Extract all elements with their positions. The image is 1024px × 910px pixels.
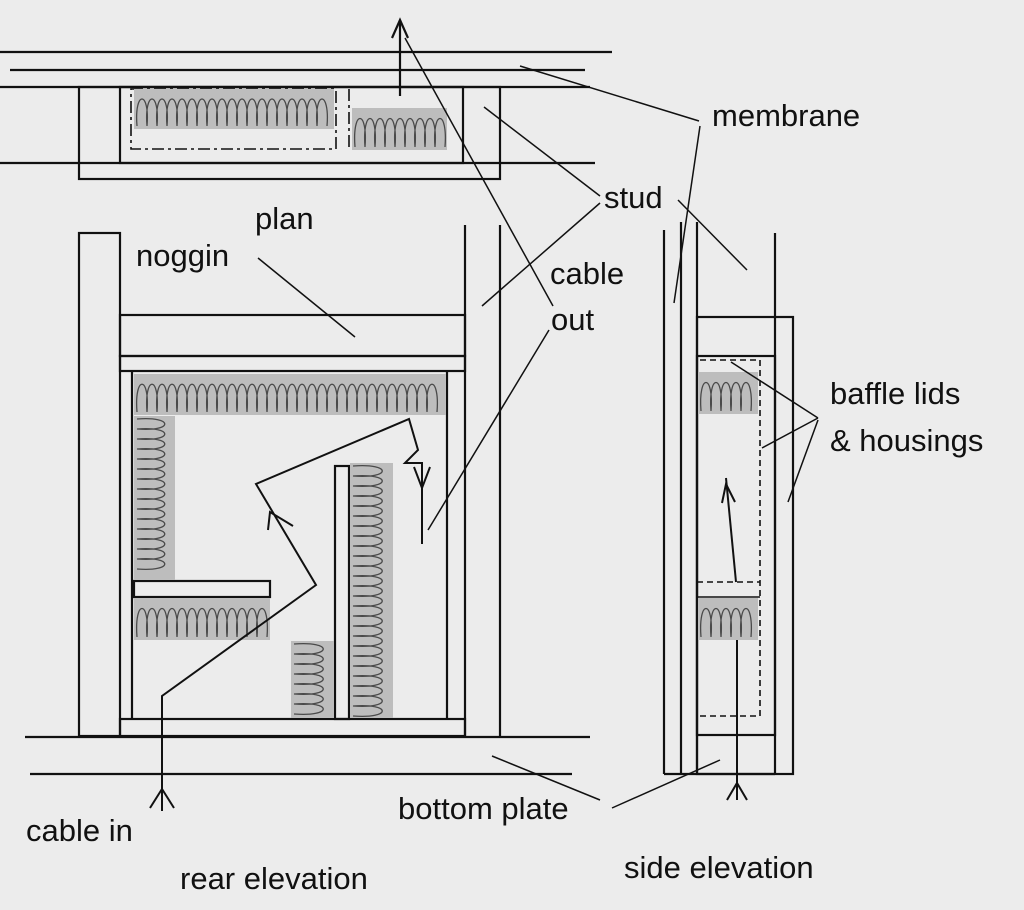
label-bottom-plate: bottom plate [398,791,569,826]
side-insulation-top-wiggle [699,381,753,412]
noggin [118,313,467,358]
side-cable-up-arrowhead [721,480,736,504]
label-stud: stud [604,180,663,215]
insulation-pattern [293,642,324,716]
box-top-plate [118,354,467,373]
bottom-plate-leader-rear [491,755,601,801]
side-insulation-bottom [698,598,758,640]
insulation-left [134,416,175,580]
side-cable-in-arrowhead [726,781,748,801]
baffle-leader-3 [787,419,819,503]
cable-down-arrowhead [413,466,431,491]
side-insulation-bottom-wiggle [699,607,753,638]
stud-leader-side [677,199,748,271]
insulation-small-bottom [291,641,334,718]
side-cable-up [725,477,737,583]
labels: membrane stud plan noggin cable out baff… [26,98,983,896]
box-bottom [118,717,467,738]
baffle-leader-1 [730,361,819,419]
plan-insulation-2-wiggle [353,117,447,148]
insulation-tall [350,463,393,718]
plan-cable-out-arrowhead [390,17,410,39]
label-cable-out-1: cable [550,256,624,291]
insulation-tall-wiggle [352,464,383,718]
label-cable-in: cable in [26,813,133,848]
stud-leader-rear [481,202,601,307]
membrane-leader-plan [519,65,700,122]
membrane-leader-side [673,125,701,304]
label-plan: plan [255,201,314,236]
side-elevation-view [662,222,795,801]
label-baffle-1: baffle lids [830,376,960,411]
insulation-top-wiggle [135,383,439,413]
label-baffle-2: & housings [830,423,983,458]
cable-path [161,417,423,811]
cable-out-leader-plan [404,37,554,307]
insulation-pattern [135,607,269,638]
insulation-left-wiggle [136,417,166,571]
rear-elevation-view [25,225,590,811]
noggin-leader [257,257,356,338]
label-membrane: membrane [712,98,860,133]
label-rear-elevation: rear elevation [180,861,368,896]
vertical-baffle [333,464,351,721]
side-insulation-top [698,372,758,414]
insulation-top [134,374,446,415]
insulation-pattern [135,98,329,127]
baffle-leader-2 [761,417,819,449]
insulation-pattern [699,381,753,412]
bottom-plate-leader-side [611,759,721,809]
cable-mid-arrowhead [267,510,294,531]
label-noggin: noggin [136,238,229,273]
left-stud [77,231,122,738]
plan-view [0,17,612,181]
insulation-pattern [352,464,383,718]
plan-insulation-2 [352,108,447,150]
insulation-pattern [135,383,439,413]
label-side-elevation: side elevation [624,850,814,885]
plan-inner-box [118,85,465,165]
insulation-pattern [353,117,447,148]
insulation-small-bottom-wiggle [293,642,324,716]
plan-insulation-1-wiggle [135,98,329,127]
insulation-pattern [136,417,166,571]
leader-lines [257,37,819,809]
cable-out-leader-rear [427,329,550,531]
label-cable-out-2: out [551,302,594,337]
baffle-shelf [132,579,272,599]
insulation-pattern [699,607,753,638]
stud-leader-plan [483,106,601,197]
insulation-below-shelf-wiggle [135,607,269,638]
plan-insulation-1 [134,89,334,129]
cable-in-arrowhead [149,787,175,809]
